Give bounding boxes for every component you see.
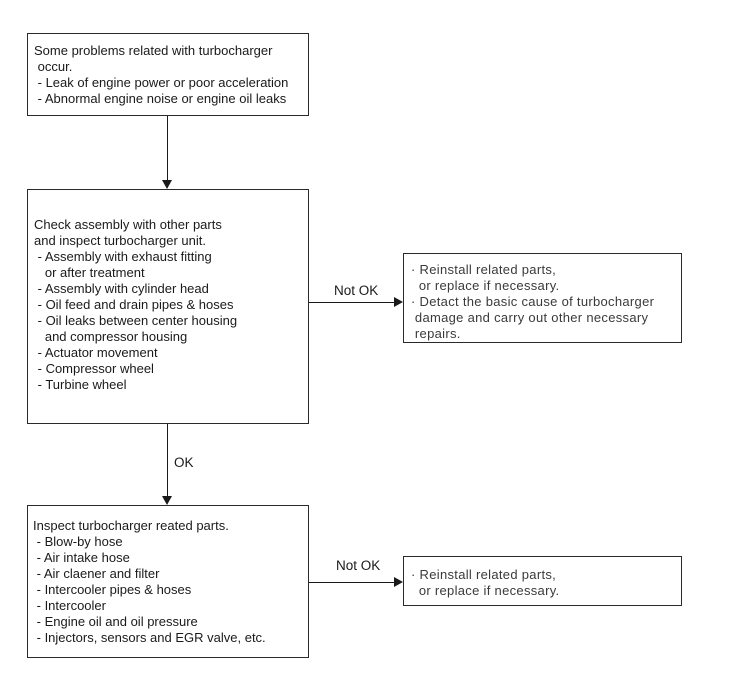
box-problems: Some problems related with turbocharger … [27, 33, 309, 116]
box-action-reinstall-text: · Reinstall related parts, or replace if… [411, 567, 560, 598]
box-check-assembly-text: Check assembly with other parts and insp… [34, 217, 238, 392]
arrowhead-down-icon [162, 180, 172, 189]
arrow-line-check-to-action [309, 302, 395, 303]
arrowhead-right-icon [394, 297, 403, 307]
arrow-line-inspect-to-action [309, 582, 395, 583]
box-inspect-parts-text: Inspect turbocharger reated parts. - Blo… [33, 518, 266, 645]
box-inspect-parts: Inspect turbocharger reated parts. - Blo… [27, 505, 309, 658]
edge-label-not-ok-bottom: Not OK [336, 558, 381, 573]
edge-label-not-ok-top: Not OK [334, 283, 379, 298]
arrowhead-down-icon [162, 496, 172, 505]
box-check-assembly: Check assembly with other parts and insp… [27, 189, 309, 424]
box-problems-text: Some problems related with turbocharger … [34, 43, 289, 106]
edge-label-ok: OK [174, 455, 194, 470]
box-action-reinstall-detact: · Reinstall related parts, or replace if… [403, 253, 682, 343]
arrow-line-problems-to-check [167, 116, 168, 181]
arrowhead-right-icon [394, 577, 403, 587]
box-action-reinstall: · Reinstall related parts, or replace if… [403, 556, 682, 606]
box-action-reinstall-detact-text: · Reinstall related parts, or replace if… [411, 262, 655, 341]
arrow-line-check-to-inspect [167, 424, 168, 497]
